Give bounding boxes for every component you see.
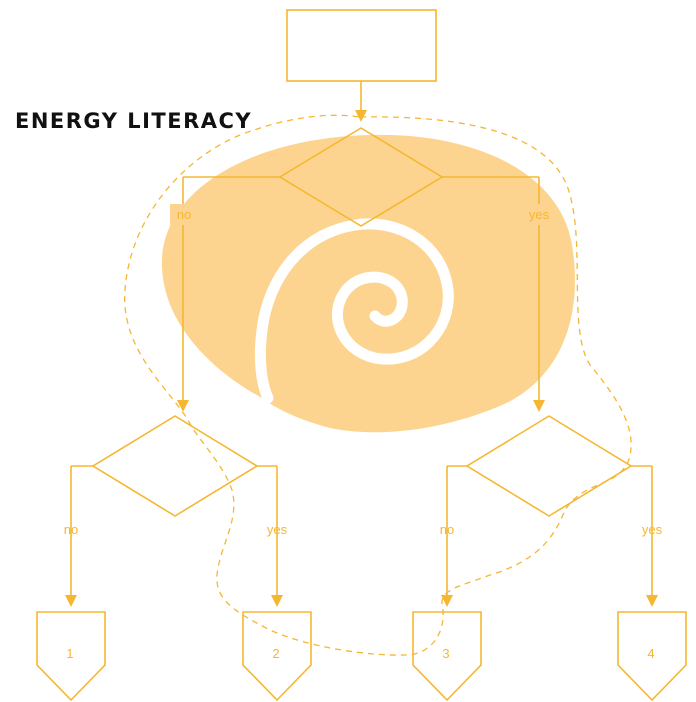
dashed-path bbox=[124, 114, 632, 656]
energy-swirl-logo bbox=[161, 134, 575, 433]
outcome-label-4: 4 bbox=[647, 646, 654, 661]
outcome-1 bbox=[36, 611, 106, 702]
arrow-right-yes bbox=[646, 595, 658, 607]
label-top-yes: yes bbox=[529, 207, 550, 222]
decision-diamond-right bbox=[465, 415, 633, 517]
label-left-no: no bbox=[64, 522, 78, 537]
arrow-right-no bbox=[441, 595, 453, 607]
decision-diamond-left bbox=[91, 415, 259, 517]
label-top-no: no bbox=[177, 207, 191, 222]
outcome-label-1: 1 bbox=[66, 646, 73, 661]
outcome-label-2: 2 bbox=[272, 646, 279, 661]
orange-blob bbox=[161, 134, 575, 433]
label-bg-top-no bbox=[170, 204, 214, 225]
label-bg-top-yes bbox=[512, 204, 552, 225]
outcome-2 bbox=[242, 611, 312, 702]
page-title: ENERGY LITERACY bbox=[15, 109, 252, 133]
arrow-start bbox=[355, 110, 367, 122]
label-right-yes: yes bbox=[642, 522, 663, 537]
arrow-top-left bbox=[177, 400, 189, 412]
label-right-no: no bbox=[440, 522, 454, 537]
arrow-top-right bbox=[533, 400, 545, 412]
start-box bbox=[286, 9, 437, 82]
white-spiral bbox=[254, 218, 454, 404]
decision-diamond-top bbox=[278, 127, 444, 227]
outcome-3 bbox=[412, 611, 482, 702]
arrow-left-yes bbox=[271, 595, 283, 607]
outcome-4 bbox=[617, 611, 687, 702]
label-left-yes: yes bbox=[267, 522, 288, 537]
outcome-label-3: 3 bbox=[442, 646, 449, 661]
arrow-left-no bbox=[65, 595, 77, 607]
